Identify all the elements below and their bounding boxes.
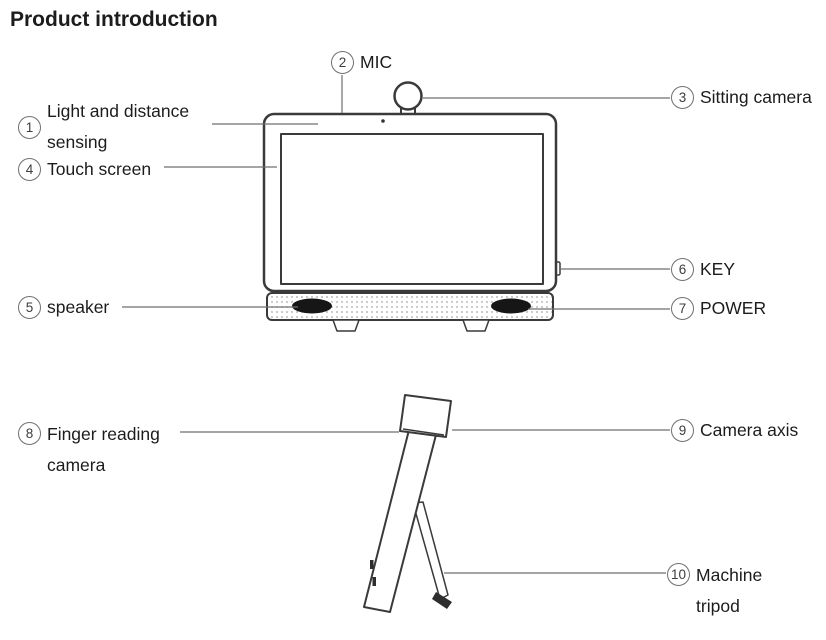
callout-number: 3 [671,86,694,109]
callout-touch-screen: 4 Touch screen [18,158,151,181]
speaker-right [491,298,531,314]
callout-label: KEY [700,259,736,279]
sitting-camera [393,81,423,111]
speaker-left [292,298,332,314]
side-button-lower [372,577,376,586]
callout-label: speaker [47,297,110,317]
callout-machine-tripod: 10 Machine tripod [667,560,762,622]
callout-mic: 2 MIC [331,51,392,74]
callout-number: 1 [18,115,41,139]
callout-sitting-camera: 3 Sitting camera [671,86,812,109]
callout-camera-axis: 9 Camera axis [671,419,798,442]
callout-number: 6 [671,258,694,281]
side-button-upper [370,560,374,569]
callout-number: 10 [667,563,691,586]
callout-number: 2 [331,51,354,74]
callout-label: MIC [360,52,393,72]
callout-label: Machine tripod [696,560,762,622]
callout-label-line: sensing [47,132,108,152]
callout-key: 6 KEY [671,258,735,281]
tripod-foot [432,592,452,609]
callout-label: Camera axis [700,420,799,440]
touch-screen [280,133,544,285]
callout-label: Touch screen [47,159,152,179]
callout-light-sensing: 1 Light and distance sensing [18,96,189,158]
device-front-view [262,81,561,332]
callout-label-line: tripod [696,596,740,616]
leader-lines [122,75,670,574]
mic-hole [381,119,385,123]
head-hinge [402,428,445,436]
camera-head [399,394,452,438]
device-side-view [363,394,452,613]
callout-label-line: camera [47,455,106,475]
callout-number: 9 [671,419,694,442]
callout-speaker: 5 speaker [18,296,109,319]
callout-number: 4 [18,158,41,181]
callout-finger-camera: 8 Finger reading camera [18,419,160,481]
callout-number: 7 [671,297,694,320]
stand-foot-right [462,319,490,332]
page-title: Product introduction [10,8,218,31]
callout-label: Light and distance sensing [47,96,189,158]
tripod-leg [412,501,449,600]
callout-label: Sitting camera [700,87,812,107]
callout-number: 8 [18,422,41,445]
callout-label-line: Light and distance [47,101,190,121]
callout-number: 5 [18,296,41,319]
callout-power: 7 POWER [671,297,766,320]
stand-foot-left [332,319,360,332]
callout-label-line: Finger reading [47,424,160,444]
callout-label: Finger reading camera [47,419,160,481]
callout-label-line: Machine [696,565,763,585]
callout-label: POWER [700,298,767,318]
